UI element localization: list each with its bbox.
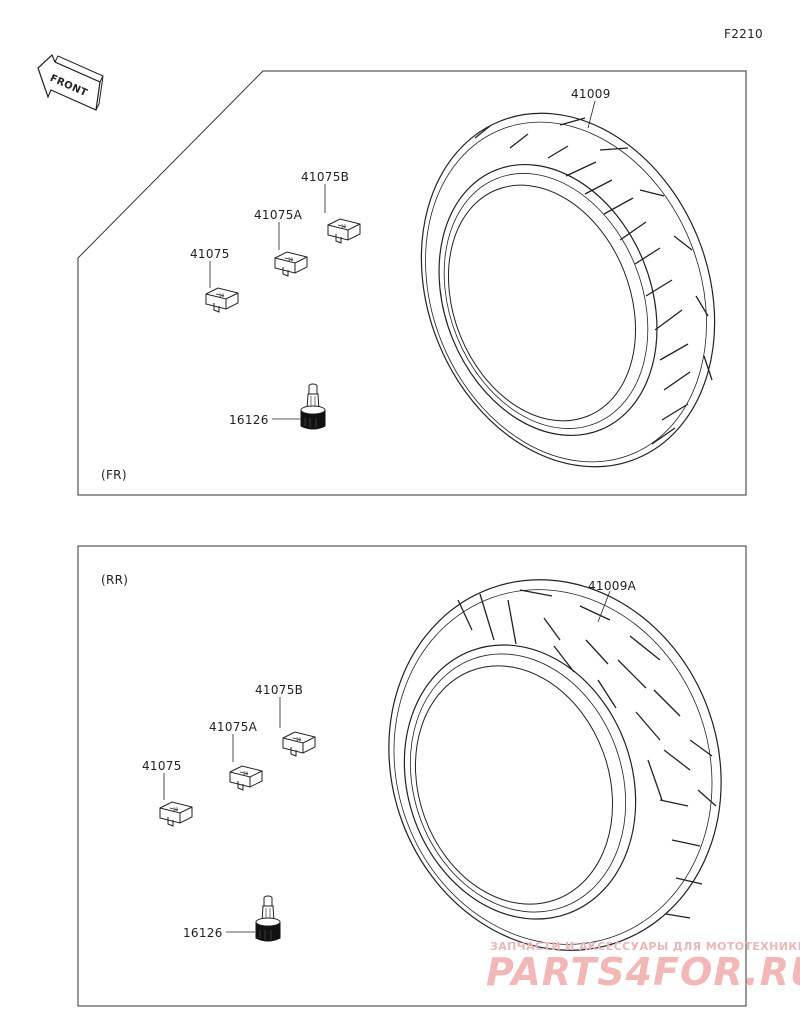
rear-weight-a-label: 41075	[142, 759, 182, 773]
front-weight-41075b	[327, 218, 361, 244]
rear-tire-label: 41009A	[588, 579, 637, 593]
front-weight-b-label: 41075A	[254, 208, 303, 222]
front-valve-label: 16126	[229, 413, 269, 427]
rear-weight-41075a	[229, 765, 263, 791]
rear-weight-41075	[159, 801, 193, 827]
watermark-logo[interactable]: PARTS4FOR.RU	[486, 950, 800, 994]
rear-weight-41075b	[282, 731, 316, 757]
rear-weight-b-label: 41075A	[209, 720, 258, 734]
front-tire-drawing	[420, 100, 716, 468]
front-arrow-icon	[37, 53, 104, 111]
rear-panel-frame	[77, 545, 747, 1007]
front-weight-c-label: 41075B	[301, 170, 350, 184]
front-weight-41075a	[274, 251, 308, 277]
rear-valve	[255, 895, 281, 942]
watermark-tagline: ЗАПЧАСТИ И АКСЕССУАРЫ ДЛЯ МОТОТЕХНИКИ	[490, 940, 800, 953]
front-weight-a-label: 41075	[190, 247, 230, 261]
rear-tire-drawing	[388, 579, 722, 951]
front-section-tag: (FR)	[101, 468, 127, 482]
front-weight-41075	[205, 287, 239, 313]
front-tire-label: 41009	[571, 87, 611, 101]
front-panel-frame	[77, 70, 747, 496]
front-valve	[300, 383, 326, 430]
rear-weight-c-label: 41075B	[255, 683, 304, 697]
figure-code: F2210	[724, 27, 763, 41]
rear-section-tag: (RR)	[101, 573, 129, 587]
rear-valve-label: 16126	[183, 926, 223, 940]
